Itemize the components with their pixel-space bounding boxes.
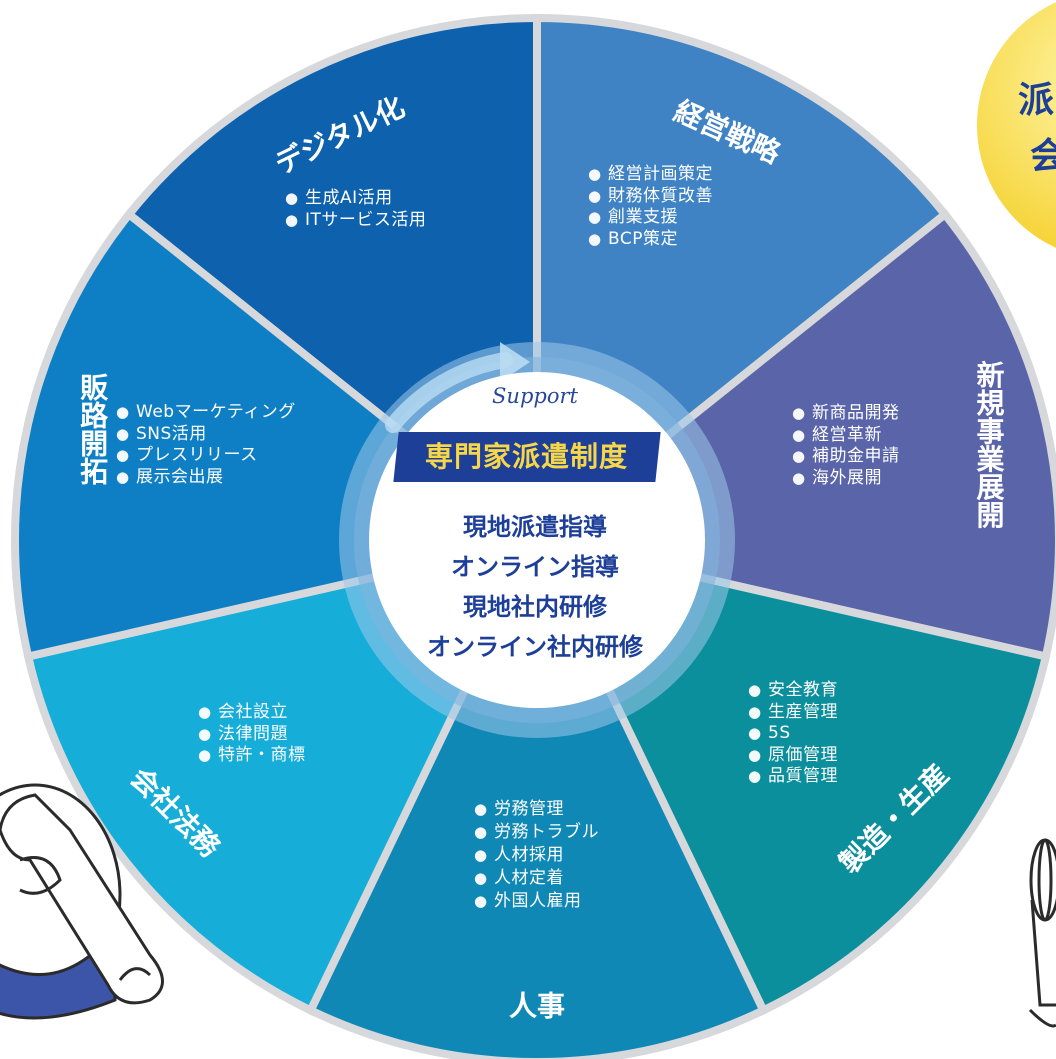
center-panel: Support 専門家派遣制度 現地派遣指導 オンライン指導 現地社内研修 オン… <box>350 362 720 722</box>
items-legal: 会社設立 法律問題 特許・商標 <box>198 702 306 767</box>
list-item: 展示会出展 <box>116 467 296 489</box>
list-item: 原価管理 <box>748 745 838 767</box>
list-item: 会社設立 <box>198 702 306 724</box>
list-item: ITサービス活用 <box>285 210 426 232</box>
list-item: 品質管理 <box>748 766 838 788</box>
list-item: 新商品開発 <box>792 403 900 425</box>
dispatch-badge-circle <box>977 2 1056 248</box>
cycle-arrow-head-icon <box>500 342 530 382</box>
list-item: プレスリリース <box>116 445 296 467</box>
cycle-arrow-icon <box>385 352 513 433</box>
list-item: 補助金申請 <box>792 446 900 468</box>
items-hr: 労務管理 労務トラブル 人材採用 人材定着 外国人雇用 <box>474 798 599 913</box>
list-item: BCP策定 <box>588 229 713 251</box>
list-item: 経営計画策定 <box>588 164 713 186</box>
list-item: 財務体質改善 <box>588 186 713 208</box>
list-item: 特許・商標 <box>198 745 306 767</box>
whisk-mascot-icon <box>1028 838 1056 1028</box>
method-item: 現地社内研修 <box>463 592 607 621</box>
method-list: 現地派遣指導 オンライン指導 現地社内研修 オンライン社内研修 <box>350 507 720 667</box>
list-item: 人材定着 <box>474 867 599 890</box>
items-digital: 生成AI活用 ITサービス活用 <box>285 188 426 231</box>
list-item: 生産管理 <box>748 702 838 724</box>
list-item: 労務トラブル <box>474 821 599 844</box>
list-item: 創業支援 <box>588 207 713 229</box>
list-item: Webマーケティング <box>116 402 296 424</box>
items-strategy: 経営計画策定 財務体質改善 創業支援 BCP策定 <box>588 164 713 250</box>
items-newbiz: 新商品開発 経営革新 補助金申請 海外展開 <box>792 403 900 489</box>
program-title: 専門家派遣制度 <box>425 440 629 473</box>
segment-title-sales: 販路開拓 <box>76 372 109 484</box>
list-item: 生成AI活用 <box>285 188 426 210</box>
list-item: 5S <box>748 723 838 745</box>
segment-title-hr: 人事 <box>509 990 565 1023</box>
list-item: 法律問題 <box>198 724 306 746</box>
list-item: SNS活用 <box>116 424 296 446</box>
method-item: オンライン社内研修 <box>427 632 643 661</box>
wrench-mascot-icon <box>0 783 164 1020</box>
list-item: 外国人雇用 <box>474 890 599 913</box>
list-item: 経営革新 <box>792 425 900 447</box>
items-manufacturing: 安全教育 生産管理 5S 原価管理 品質管理 <box>748 680 838 788</box>
dispatch-badge-partial-text-2: 会 <box>1030 135 1056 177</box>
method-item: オンライン指導 <box>451 552 619 581</box>
segment-title-newbiz: 新規事業展開 <box>972 360 1005 528</box>
support-label: Support <box>492 384 578 408</box>
list-item: 海外展開 <box>792 468 900 490</box>
program-title-badge: 専門家派遣制度 <box>393 432 661 482</box>
list-item: 人材採用 <box>474 844 599 867</box>
items-sales: Webマーケティング SNS活用 プレスリリース 展示会出展 <box>116 402 296 488</box>
list-item: 安全教育 <box>748 680 838 702</box>
dispatch-badge-partial-text: 派 <box>1018 79 1054 121</box>
method-item: 現地派遣指導 <box>463 512 607 541</box>
list-item: 労務管理 <box>474 798 599 821</box>
